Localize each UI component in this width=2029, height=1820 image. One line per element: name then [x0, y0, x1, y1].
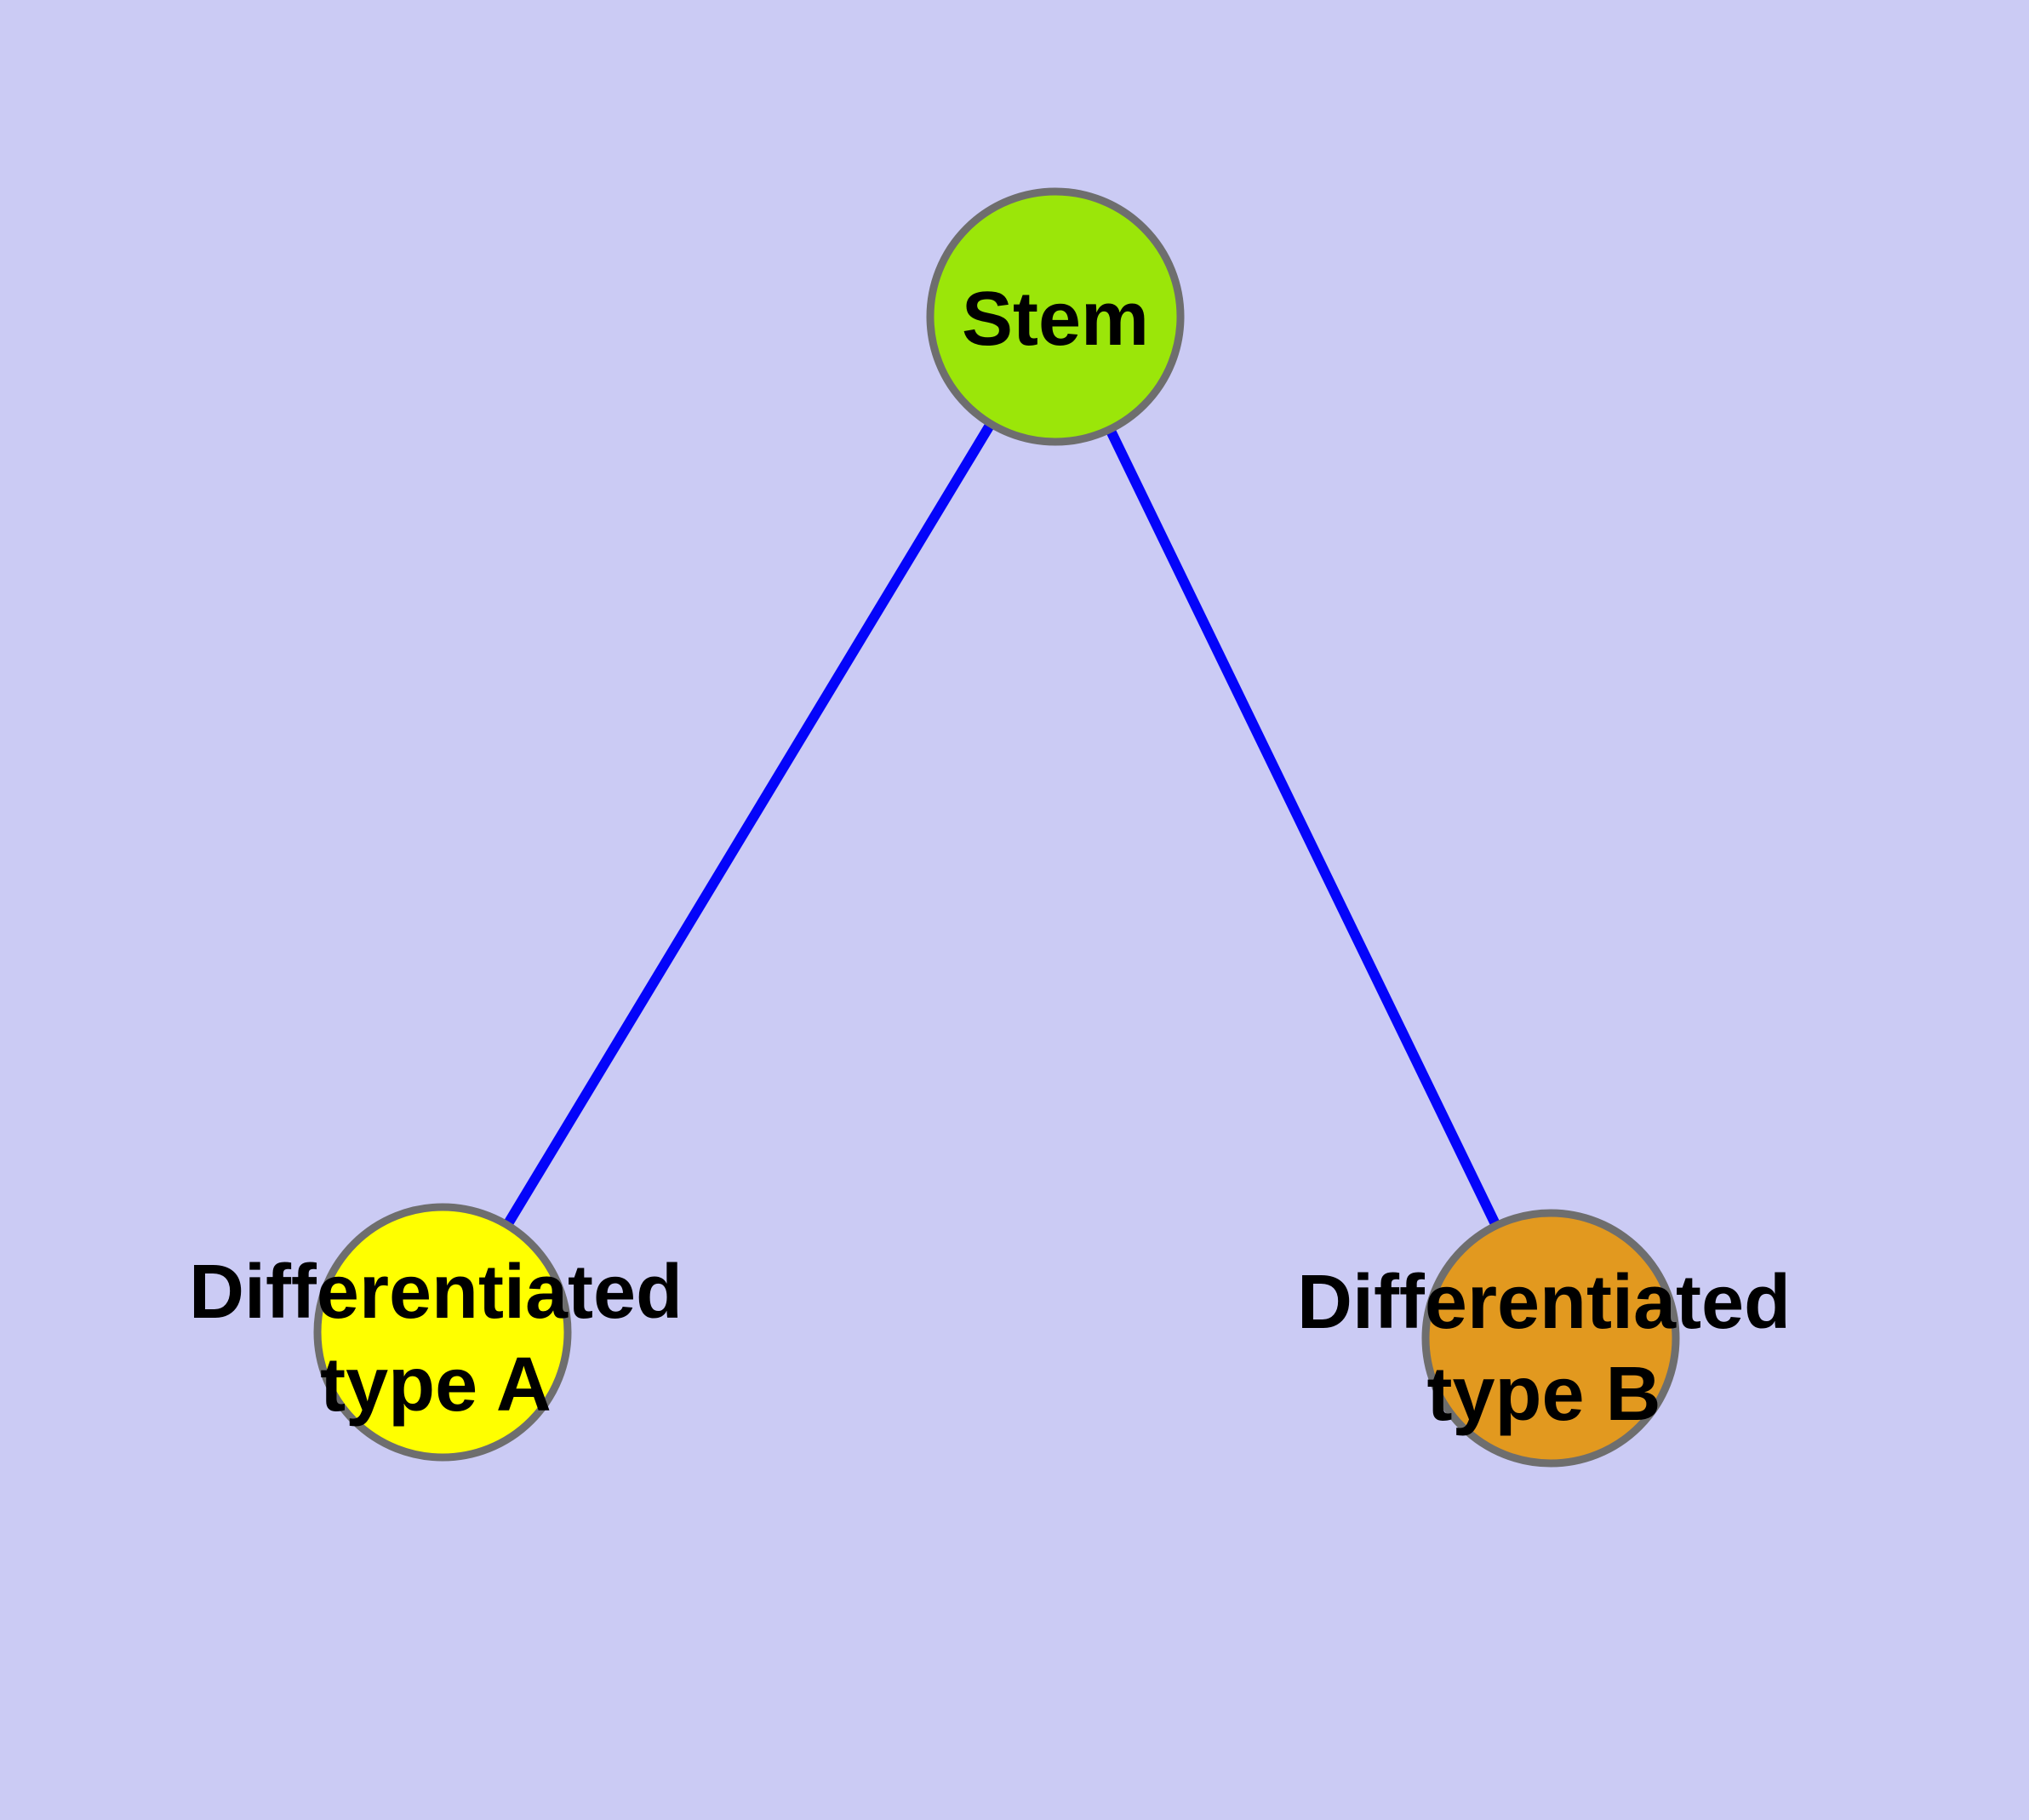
node-stem-label: Stem	[962, 277, 1149, 362]
edge-stem-to-type-b	[1050, 314, 1556, 1341]
node-stem	[926, 187, 1185, 446]
node-differentiated-type-a-label-line2: type A	[320, 1342, 552, 1428]
node-differentiated-type-a	[313, 1203, 572, 1462]
node-differentiated-type-b-label-line1: Differentiated	[1297, 1260, 1791, 1345]
node-differentiated-type-a-label-line1: Differentiated	[189, 1250, 683, 1335]
node-differentiated-type-b-label-line2: type B	[1426, 1352, 1660, 1437]
node-differentiated-type-b	[1421, 1209, 1680, 1468]
edge-stem-to-type-a	[437, 313, 1060, 1336]
